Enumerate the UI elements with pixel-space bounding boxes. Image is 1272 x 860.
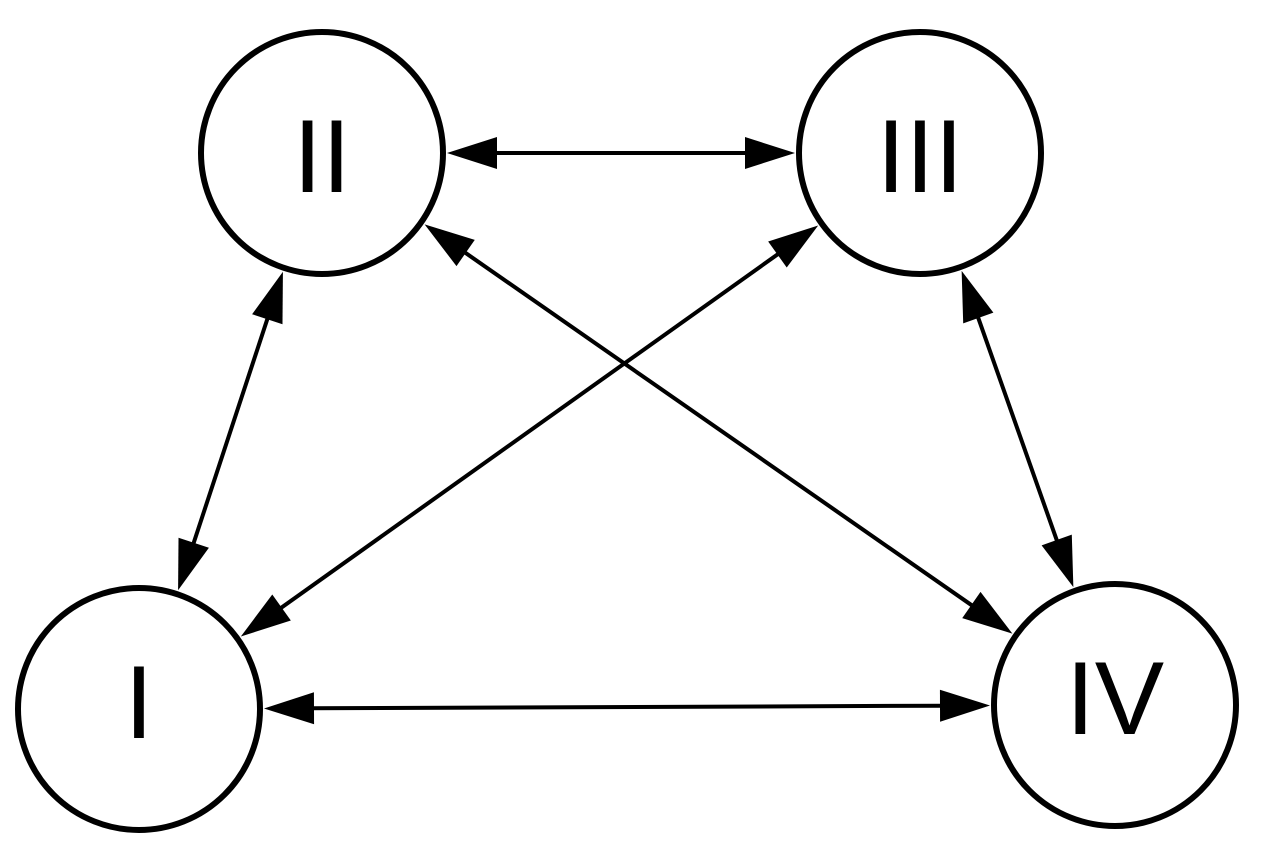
edge-ii-iv: [459, 247, 978, 611]
edge-ii-iii-arrowhead-to-ii: [447, 137, 497, 169]
edge-i-iii-arrowhead-to-i: [240, 594, 291, 637]
node-ii-circle: [198, 29, 446, 277]
edge-i-iii: [275, 249, 784, 613]
node-i-label: I: [125, 645, 154, 761]
node-iv-circle: [991, 581, 1239, 829]
node-iv-label: IV: [1066, 641, 1164, 757]
edge-i-ii: [189, 312, 272, 550]
edge-iii-iv: [974, 311, 1061, 547]
edge-i-iv-arrowhead-to-iv: [939, 689, 991, 722]
edge-ii-iv-arrowhead-to-ii: [424, 224, 475, 267]
edge-iii-iv-arrowhead-to-iv: [1041, 534, 1074, 588]
edge-i-ii-arrowhead-to-i: [178, 537, 209, 591]
edge-i-iv-arrowhead-to-i: [263, 692, 315, 725]
edge-ii-iv-arrowhead-to-iv: [962, 591, 1013, 634]
edge-ii-iii-arrowhead-to-iii: [745, 137, 795, 169]
node-i-circle: [15, 585, 263, 833]
node-ii-label: II: [293, 99, 351, 215]
edge-i-iii-arrowhead-to-iii: [768, 225, 819, 268]
node-iii: III: [796, 29, 1044, 277]
edge-i-iv: [307, 703, 947, 711]
node-iv: IV: [991, 581, 1239, 829]
edges-layer: [178, 137, 1074, 725]
node-iii-label: III: [877, 99, 964, 215]
edge-iii-iv-arrowhead-to-iii: [961, 270, 994, 324]
node-ii: II: [198, 29, 446, 277]
node-i: I: [15, 585, 263, 833]
edge-i-ii-arrowhead-to-ii: [252, 271, 283, 325]
node-iii-circle: [796, 29, 1044, 277]
